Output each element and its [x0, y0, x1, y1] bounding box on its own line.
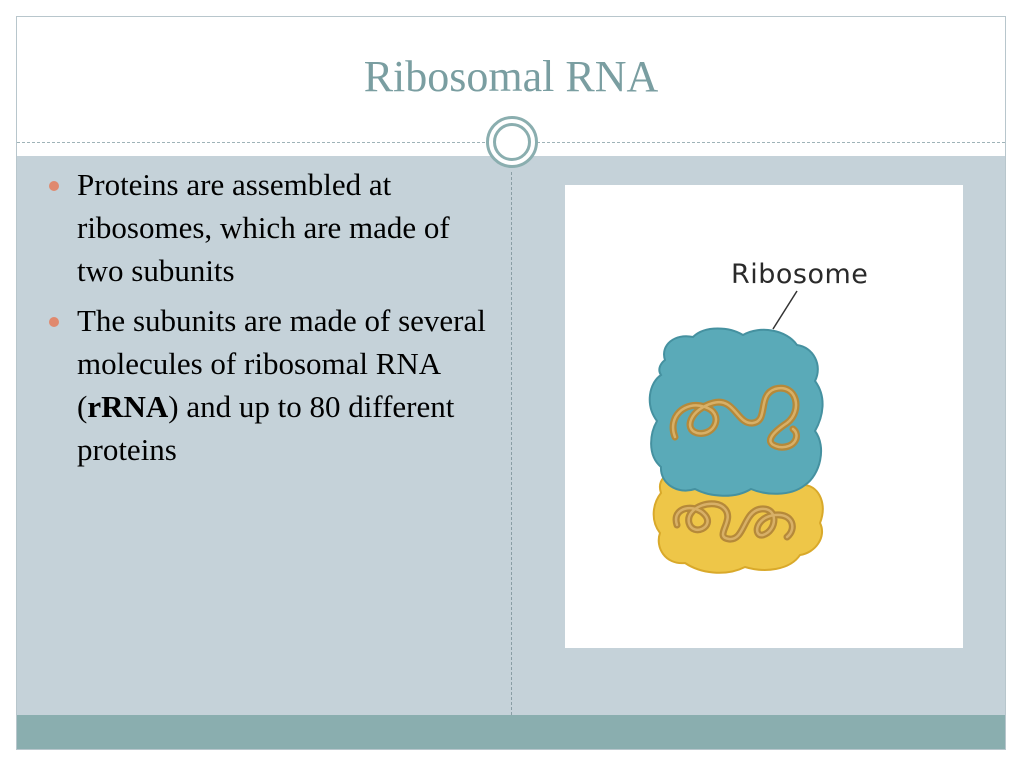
- ribosome-illustration: [648, 290, 824, 574]
- footer-band: [17, 715, 1005, 749]
- rrna-highlight: [672, 386, 798, 449]
- bullet-dot-icon: [49, 317, 59, 327]
- bullet-list: Proteins are assembled at ribosomes, whi…: [47, 163, 487, 478]
- rrna-highlight: [674, 502, 794, 541]
- slide-title: Ribosomal RNA: [363, 52, 659, 101]
- bullet-text-bold: rRNA: [87, 389, 169, 424]
- bullet-text-part: ) and up to 80 different proteins: [77, 389, 455, 467]
- ribosome-label: Ribosome: [731, 259, 869, 290]
- column-divider: [511, 172, 512, 715]
- bullet-text-part: Proteins are assembled at ribosomes, whi…: [77, 167, 450, 288]
- ribosome-figure: Ribosome: [565, 185, 963, 648]
- bullet-item: The subunits are made of several molecul…: [47, 299, 487, 471]
- label-leader-line: [772, 290, 798, 330]
- bullet-text: The subunits are made of several molecul…: [77, 303, 486, 467]
- title-ornament-circle: [486, 116, 538, 168]
- slide: Ribosomal RNA Proteins are assembled at …: [16, 16, 1006, 750]
- bullet-text-part: The subunits are made of several molecul…: [77, 303, 486, 424]
- bullet-text: Proteins are assembled at ribosomes, whi…: [77, 167, 450, 288]
- bullet-item: Proteins are assembled at ribosomes, whi…: [47, 163, 487, 292]
- bullet-dot-icon: [49, 181, 59, 191]
